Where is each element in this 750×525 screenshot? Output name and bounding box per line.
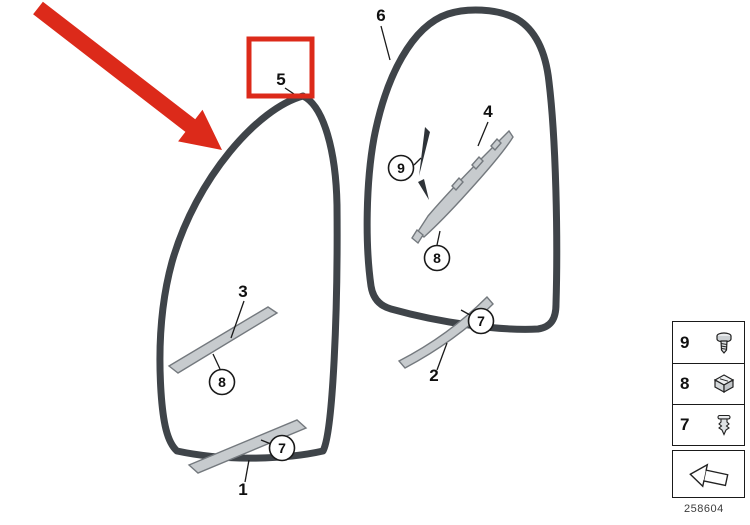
leader-line-9 bbox=[413, 157, 422, 166]
callout-8-front[interactable]: 8 bbox=[208, 368, 236, 396]
part-label-1[interactable]: 1 bbox=[238, 480, 247, 499]
part-number: 258604 bbox=[684, 503, 724, 515]
leader-line-7-front bbox=[260, 439, 272, 445]
leader-line-1 bbox=[244, 459, 250, 483]
callout-9-screw[interactable]: 9 bbox=[387, 154, 415, 182]
callout-circle bbox=[387, 154, 415, 182]
callout-label: 9 bbox=[397, 160, 405, 176]
front-entrance-strip bbox=[187, 419, 308, 474]
legend-row-rivet: 7 bbox=[673, 404, 744, 445]
trim-clip-tab bbox=[490, 137, 502, 152]
direction-wedge-box bbox=[672, 450, 745, 498]
part-label-5[interactable]: 5 bbox=[276, 70, 285, 89]
callout-circle bbox=[268, 434, 296, 462]
part-label-4[interactable]: 4 bbox=[483, 102, 493, 121]
legend-row-screw: 9 bbox=[673, 322, 744, 363]
fastener-legend-box: 9 8 7 bbox=[672, 321, 745, 446]
part-label-2[interactable]: 2 bbox=[429, 366, 438, 385]
front-sill-strip bbox=[167, 306, 279, 374]
legend-label-7: 7 bbox=[680, 415, 690, 434]
trim-clip-tab bbox=[471, 155, 484, 171]
callout-circle bbox=[467, 307, 495, 335]
callout-label: 7 bbox=[278, 440, 286, 456]
clip-icon bbox=[713, 374, 735, 394]
front-door-seal bbox=[156, 92, 341, 462]
callout-label: 7 bbox=[477, 313, 485, 329]
callout-7-rear[interactable]: 7 bbox=[467, 307, 495, 335]
leader-line-6 bbox=[380, 25, 391, 61]
rear-door-seal bbox=[363, 6, 561, 333]
clip-position-arrow bbox=[418, 179, 429, 200]
wedge-arrow-icon bbox=[688, 462, 729, 488]
trim-clip-tab bbox=[451, 176, 464, 192]
part-label-3[interactable]: 3 bbox=[238, 282, 247, 301]
leader-line-3 bbox=[230, 300, 245, 339]
leader-line-8-rear bbox=[436, 230, 441, 246]
red-pointer-arrow bbox=[33, 1, 222, 151]
rear-upper-trim-cover bbox=[416, 129, 514, 238]
callout-label: 8 bbox=[218, 374, 226, 390]
callout-circle bbox=[423, 244, 451, 272]
clip-position-arrow bbox=[419, 127, 430, 176]
callout-circle bbox=[208, 368, 236, 396]
legend-row-clip: 8 bbox=[673, 363, 744, 404]
leader-line-4 bbox=[477, 121, 489, 147]
leader-line-2 bbox=[436, 342, 448, 371]
legend-label-8: 8 bbox=[680, 374, 690, 393]
expanding-rivet-icon bbox=[717, 414, 731, 436]
callout-7-front[interactable]: 7 bbox=[268, 434, 296, 462]
part-label-6[interactable]: 6 bbox=[376, 6, 385, 25]
trim-foot bbox=[411, 228, 424, 245]
red-highlight-box bbox=[246, 36, 315, 99]
screw-icon bbox=[716, 331, 732, 354]
legend-label-9: 9 bbox=[680, 332, 690, 352]
leader-line-8-front bbox=[212, 353, 221, 370]
callout-label: 8 bbox=[433, 250, 441, 266]
callout-8-rear[interactable]: 8 bbox=[423, 244, 451, 272]
leader-line-7-rear bbox=[460, 309, 471, 316]
